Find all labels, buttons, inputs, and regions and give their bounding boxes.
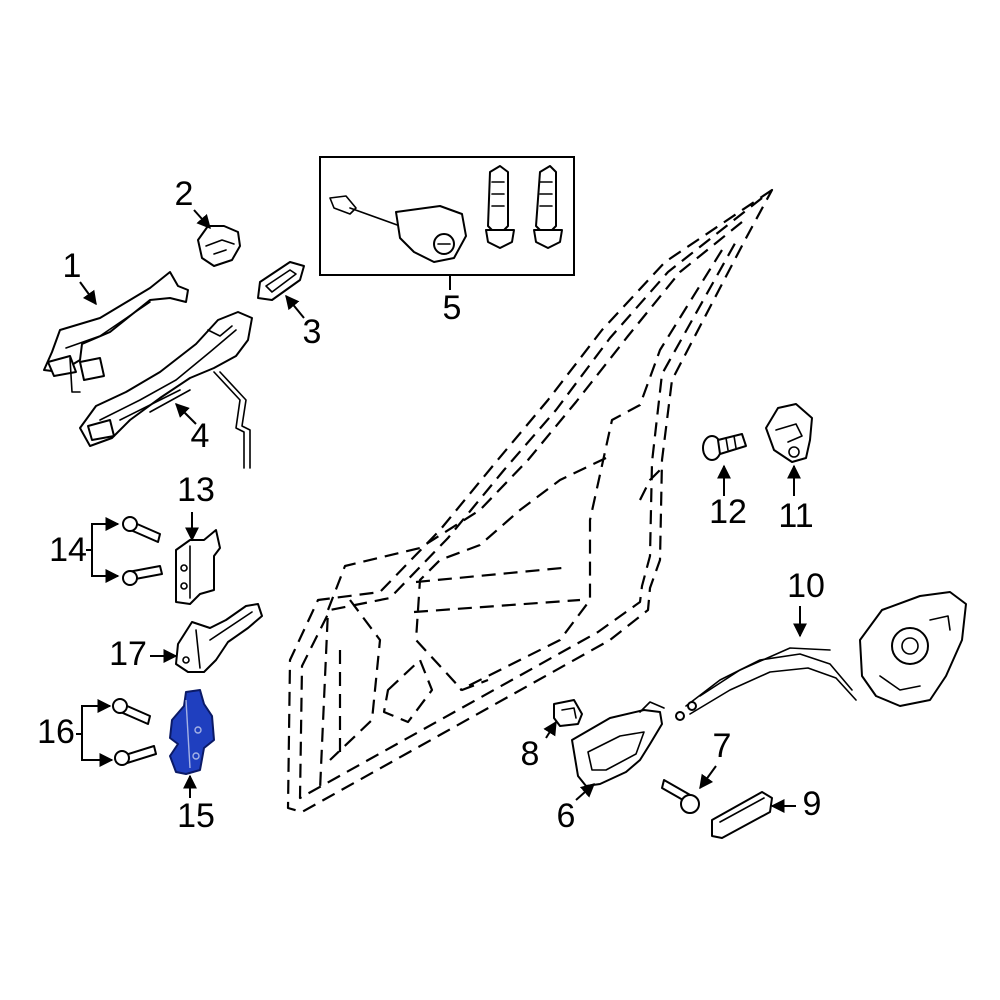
callout-6: 6 — [557, 797, 576, 835]
callout-17: 17 — [109, 635, 147, 673]
part-5-lock-cylinder-kit[interactable] — [319, 156, 575, 276]
callout-12: 12 — [709, 493, 747, 531]
part-12-bolt[interactable] — [702, 433, 747, 461]
callout-9: 9 — [803, 785, 822, 823]
part-13-upper-hinge[interactable] — [175, 529, 221, 605]
part-9-cover[interactable] — [711, 791, 773, 839]
part-10-lock-actuator[interactable] — [675, 591, 967, 721]
callout-labels: 1 2 3 4 5 6 7 8 9 10 11 12 13 14 15 16 1… — [37, 175, 825, 835]
part-2-handle-cap[interactable] — [197, 225, 241, 267]
part-16-bolts[interactable] — [112, 698, 157, 766]
callout-3: 3 — [303, 313, 322, 351]
part-3-gasket[interactable] — [257, 261, 305, 301]
part-14-bolts[interactable] — [122, 516, 163, 586]
callout-14: 14 — [49, 531, 87, 569]
part-15-lower-hinge[interactable] — [169, 689, 215, 775]
callout-15: 15 — [177, 797, 215, 835]
callout-13: 13 — [177, 471, 215, 509]
leader-lines — [76, 209, 807, 813]
part-17-door-check[interactable] — [175, 603, 263, 673]
callout-2: 2 — [175, 175, 194, 213]
callout-4: 4 — [191, 417, 210, 455]
part-6-inside-handle[interactable] — [571, 701, 665, 787]
part-11-striker[interactable] — [765, 403, 813, 463]
callout-16: 16 — [37, 713, 75, 751]
callout-8: 8 — [521, 735, 540, 773]
callout-11: 11 — [778, 497, 813, 535]
callout-1: 1 — [63, 247, 82, 285]
part-8-clip[interactable] — [553, 699, 583, 727]
callout-7: 7 — [713, 727, 732, 765]
part-7-screw[interactable] — [661, 779, 700, 814]
part-1-outside-handle[interactable] — [43, 271, 189, 393]
callout-10: 10 — [787, 567, 825, 605]
part-4-handle-frame[interactable] — [79, 311, 253, 469]
callout-5: 5 — [443, 289, 462, 327]
door-frame-outline — [286, 188, 774, 814]
